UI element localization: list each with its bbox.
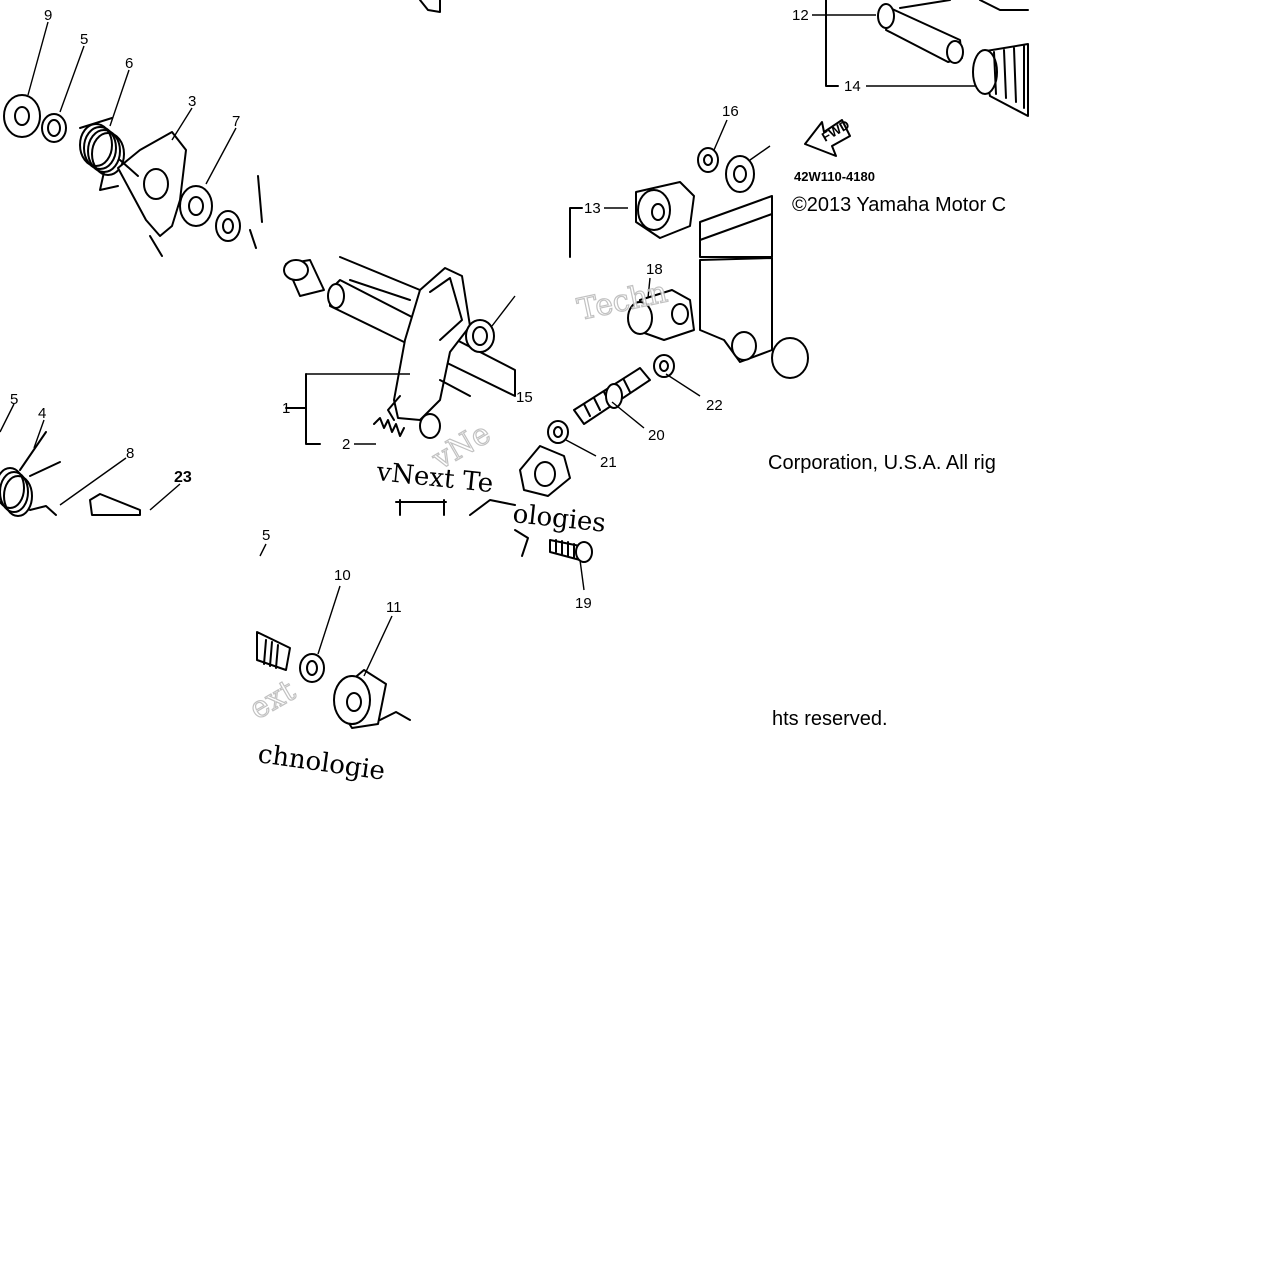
rod-end	[519, 445, 571, 497]
nut-21	[547, 420, 569, 444]
torsion-spring-6	[79, 117, 125, 191]
part-label-5-left: 5	[10, 391, 18, 408]
tile-center	[283, 256, 516, 516]
part-label-5: 5	[80, 31, 88, 48]
spring-4	[0, 431, 61, 517]
collar	[283, 259, 325, 297]
part-label-13: 13	[584, 200, 601, 217]
circlip-16	[697, 147, 719, 173]
tile-center-right	[519, 119, 809, 497]
copyright-line-2: Corporation, U.S.A. All rig	[768, 452, 996, 474]
part-label-15: 15	[516, 389, 533, 406]
tile-lower-center	[256, 543, 411, 729]
pin-23	[89, 493, 141, 516]
copyright-block: FWD 42W110-4180 ©2013 Yamaha Motor C Cor…	[768, 117, 1006, 730]
copyright-line-1: ©2013 Yamaha Motor C	[792, 194, 1006, 216]
collar-11	[333, 669, 387, 729]
part-label-16: 16	[722, 103, 739, 120]
part-label-4: 4	[38, 405, 46, 422]
part-label-10: 10	[334, 567, 351, 584]
bushing-13	[635, 181, 695, 239]
watermark-text: vNext Te	[374, 457, 494, 499]
part-label-6: 6	[125, 55, 133, 72]
washer-10	[299, 653, 325, 683]
part-label-2: 2	[342, 436, 350, 453]
shift-arm-3	[117, 131, 187, 257]
footrest-rubber-14	[972, 43, 1029, 117]
part-label-22: 22	[706, 397, 723, 414]
part-label-21: 21	[600, 454, 617, 471]
part-label-19: 19	[575, 595, 592, 612]
pivot-bolt-12	[877, 0, 1029, 64]
part-number-labels: 9 5 6 3 7 16 12 14 13 18 15 1 2 22 20 21…	[10, 7, 861, 616]
part-label-11: 11	[386, 599, 402, 616]
part-label-18: 18	[646, 261, 663, 278]
spring-2	[373, 417, 405, 437]
bushing-18	[627, 289, 695, 341]
watermark-text: ologies	[511, 499, 607, 539]
part-label-9: 9	[44, 7, 52, 24]
part-label-3: 3	[188, 93, 196, 110]
watermark-text: ext	[244, 673, 302, 727]
part-label-20: 20	[648, 427, 665, 444]
part-label-23: 23	[174, 469, 192, 486]
part-label-14: 14	[844, 78, 861, 95]
part-label-7: 7	[232, 113, 240, 130]
part-label-8: 8	[126, 445, 134, 462]
watermark-text: chnologie	[256, 739, 387, 787]
tile-left	[0, 403, 181, 517]
nut-22	[653, 354, 675, 378]
part-label-12: 12	[792, 7, 809, 24]
tile-lower-right	[514, 529, 593, 591]
figure-code: 42W110-4180	[794, 169, 875, 184]
copyright-line-3: hts reserved.	[772, 708, 888, 730]
tile-top-left	[3, 0, 441, 257]
adjuster-bolt-20	[573, 367, 651, 425]
bolt-19	[549, 539, 593, 563]
tile-top-right	[725, 0, 1029, 193]
fwd-arrow	[804, 119, 851, 157]
footrest-rubber	[771, 337, 809, 379]
part-label-5-lower: 5	[262, 527, 270, 544]
shaft-end	[256, 631, 291, 671]
shift-lever-1	[387, 267, 471, 439]
part-label-1: 1	[282, 400, 290, 417]
footrest-bracket	[699, 195, 773, 363]
